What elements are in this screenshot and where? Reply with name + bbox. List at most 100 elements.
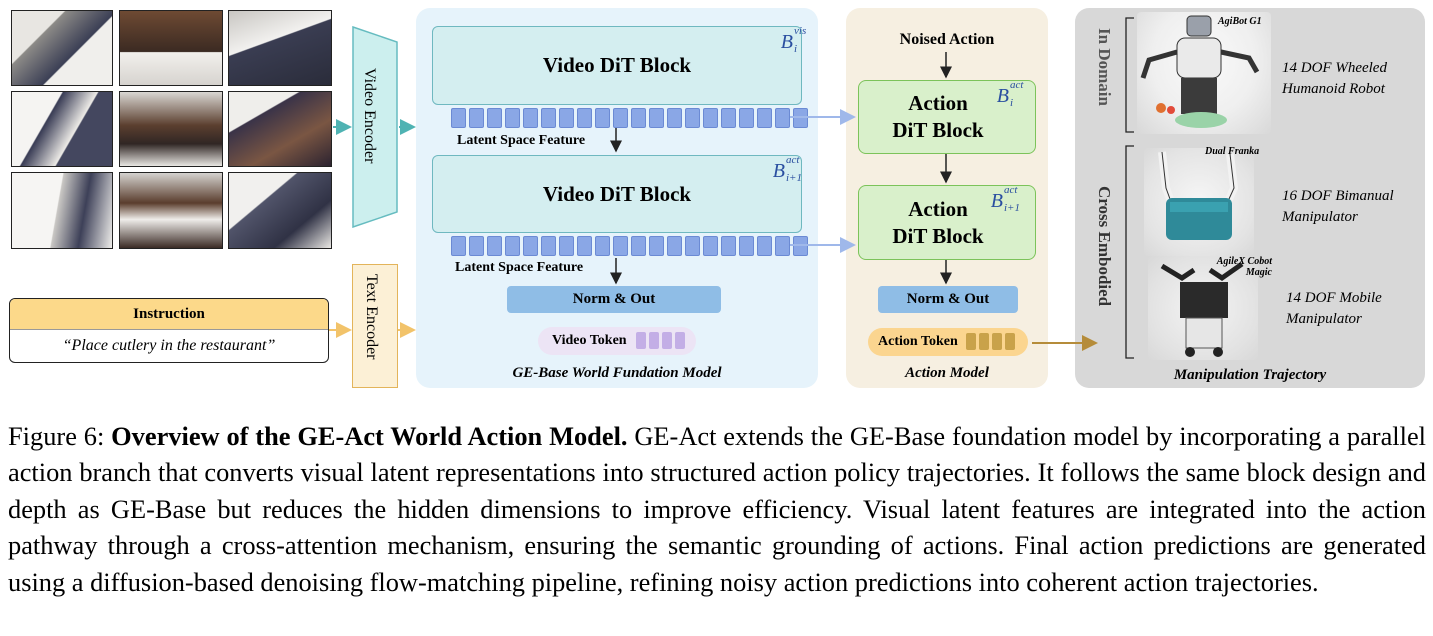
latent-token [487, 108, 502, 128]
latent-token [577, 108, 592, 128]
action-token-label: Action Token [878, 334, 958, 349]
action-dit-block-2-line2: DiT Block [892, 224, 984, 248]
trajectory-brackets [1125, 17, 1134, 359]
latent-token [739, 108, 754, 128]
latent-token [739, 236, 754, 256]
cross-embodied-label: Cross Embodied [1095, 186, 1114, 307]
latent-token [649, 236, 664, 256]
video-frame [228, 91, 332, 167]
action-norm-out: Norm & Out [878, 286, 1018, 313]
text-encoder-box [352, 264, 398, 388]
latent-token [523, 108, 538, 128]
video-frame [119, 172, 223, 249]
video-frame [11, 172, 113, 249]
latent-token [541, 108, 556, 128]
latent-feature-label-1: Latent Space Feature [457, 133, 586, 148]
latent-token [757, 236, 772, 256]
video-dit-block-1-title: Video DiT Block [542, 53, 692, 77]
architecture-diagram: Video Encoder Instruction “Place cutlery… [9, 8, 1425, 388]
dual-franka-image [1144, 148, 1254, 256]
latent-token [577, 236, 592, 256]
action-model-caption: Action Model [905, 365, 989, 381]
latent-token [505, 236, 520, 256]
action-dit-block-1-line1: Action [908, 91, 968, 115]
latent-token [595, 108, 610, 128]
video-frame [228, 172, 332, 249]
dual-franka-name: Dual Franka [1205, 146, 1260, 157]
instruction-text: “Place cutlery in the restaurant” [62, 337, 276, 354]
latent-token [703, 236, 718, 256]
latent-token [487, 236, 502, 256]
caption-body: GE-Act extends the GE-Base foundation mo… [8, 421, 1426, 597]
latent-feature-label-2: Latent Space Feature [455, 260, 584, 275]
video-frame [119, 91, 223, 167]
agibot-name: AgiBot G1 [1218, 16, 1262, 27]
agibot-image [1137, 12, 1271, 134]
agilex-desc: 14 DOF Mobile Manipulator [1286, 290, 1382, 327]
video-token-label: Video Token [552, 333, 627, 348]
latent-token [757, 108, 772, 128]
dual-franka-desc: 16 DOF Bimanual Manipulator [1282, 188, 1394, 225]
action-token-chips [966, 333, 1015, 350]
latent-token [649, 108, 664, 128]
caption-bold-title: Overview of the GE-Act World Action Mode… [111, 421, 628, 451]
video-frame [11, 10, 113, 86]
latent-token [685, 236, 700, 256]
latent-token [703, 108, 718, 128]
latent-token [523, 236, 538, 256]
agibot-desc: 14 DOF Wheeled Humanoid Robot [1282, 60, 1387, 97]
latent-token-row-1 [451, 108, 808, 128]
latent-token [559, 236, 574, 256]
video-encoder-label: Video Encoder [361, 68, 378, 164]
latent-token [505, 108, 520, 128]
video-frame [228, 10, 332, 86]
latent-token [793, 108, 808, 128]
latent-token [613, 236, 628, 256]
video-frame [11, 91, 113, 167]
figure-caption: Figure 6: Overview of the GE-Act World A… [8, 418, 1426, 600]
latent-token [631, 108, 646, 128]
text-encoder-label: Text Encoder [363, 274, 380, 360]
noised-action-label: Noised Action [899, 31, 995, 48]
latent-token [469, 108, 484, 128]
action-dit-block-2-line1: Action [908, 197, 968, 221]
latent-token [667, 108, 682, 128]
video-dit-block-2-title: Video DiT Block [542, 182, 692, 206]
action-token-pill: Action Token [868, 328, 1028, 356]
agilex-name: AgileX Cobot Magic [1216, 256, 1272, 278]
latent-token [775, 108, 790, 128]
latent-token [451, 108, 466, 128]
instruction-header: Instruction [10, 299, 328, 330]
latent-token [541, 236, 556, 256]
video-frame [119, 10, 223, 86]
latent-token [469, 236, 484, 256]
video-token-chips [636, 332, 685, 349]
base-norm-out: Norm & Out [507, 286, 721, 313]
latent-token [721, 236, 736, 256]
latent-token [451, 236, 466, 256]
agilex-image [1148, 256, 1258, 360]
video-encoder-shape [352, 26, 398, 228]
latent-token-row-2 [451, 236, 808, 256]
caption-prefix: Figure 6: [8, 421, 112, 451]
instruction-box: Instruction “Place cutlery in the restau… [9, 298, 329, 363]
latent-token [631, 236, 646, 256]
action-dit-block-1-line2: DiT Block [892, 118, 984, 142]
latent-token [685, 108, 700, 128]
latent-token [775, 236, 790, 256]
latent-token [793, 236, 808, 256]
video-token-pill: Video Token [538, 327, 696, 355]
latent-token [559, 108, 574, 128]
latent-token [721, 108, 736, 128]
base-model-caption: GE-Base World Fundation Model [512, 365, 722, 381]
latent-token [595, 236, 610, 256]
latent-token [613, 108, 628, 128]
